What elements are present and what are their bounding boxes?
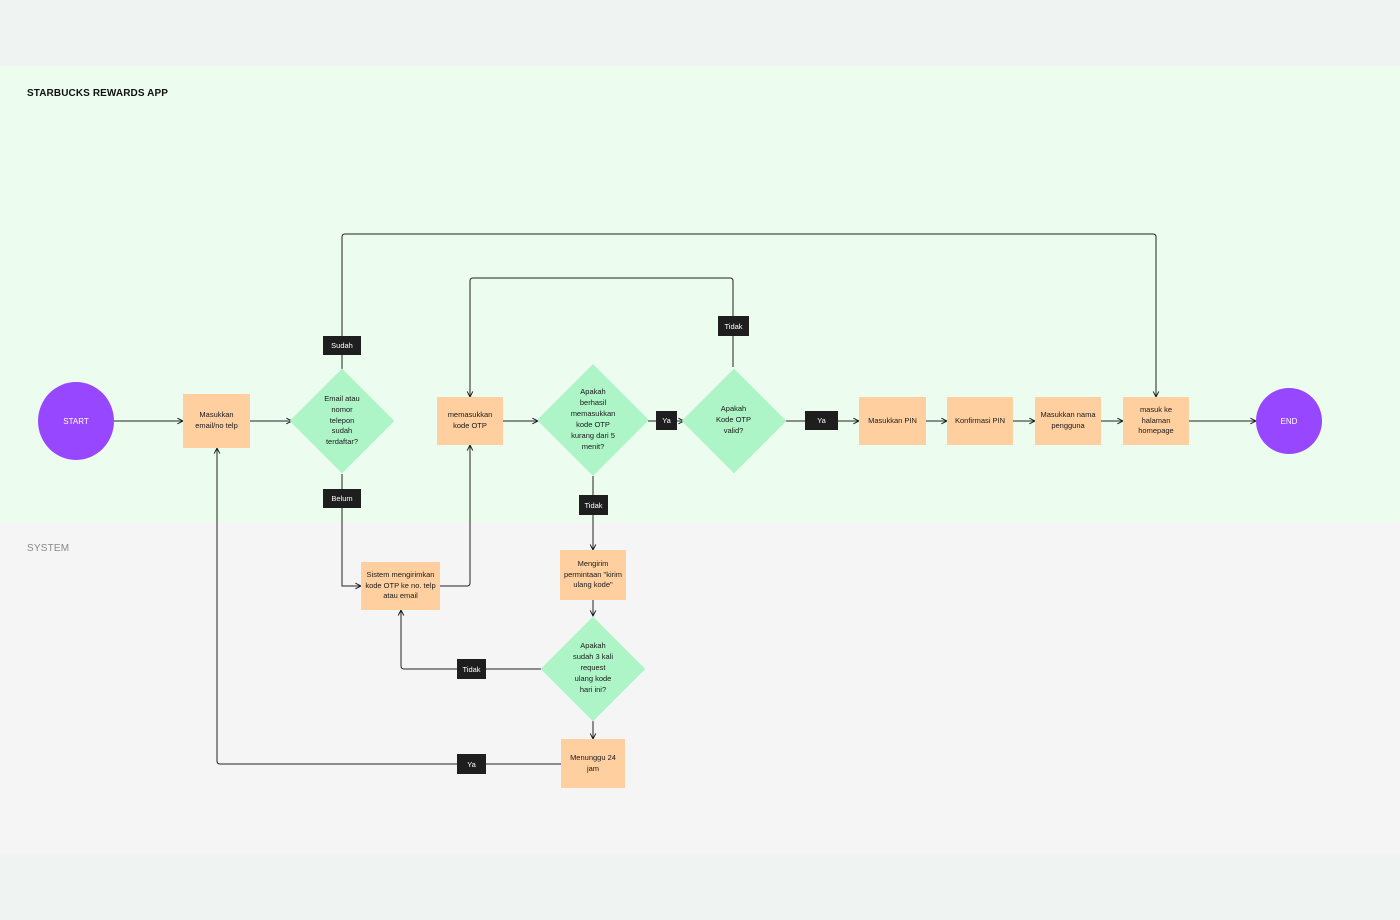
edge-label-tidak-valid: Tidak xyxy=(718,316,749,336)
check-registered-text: Email atau nomor telepon sudah terdaftar… xyxy=(324,393,360,447)
input-contact-node[interactable]: Masukkan email/no telp xyxy=(183,394,250,448)
edge-label-ya-valid: Ya xyxy=(805,411,838,430)
homepage-node[interactable]: masuk ke halaman homepage xyxy=(1123,397,1189,445)
check-otp-valid-decision[interactable]: Apakah Kode OTP valid? xyxy=(681,367,786,474)
enter-otp-node[interactable]: memasukkan kode OTP xyxy=(437,397,503,445)
enter-pin-node[interactable]: Masukkan PIN xyxy=(859,397,926,445)
resend-request-node[interactable]: Mengirim permintaan "kirim ulang kode" xyxy=(560,550,626,600)
enter-username-node[interactable]: Masukkan nama pengguna xyxy=(1035,397,1101,445)
check-resend-count-text: Apakah sudah 3 kali request ulang kode h… xyxy=(572,641,614,694)
edge-label-belum: Belum xyxy=(323,489,361,508)
wait-24h-node[interactable]: Menunggu 24 jam xyxy=(561,739,625,788)
edge-label-ya-count: Ya xyxy=(457,754,486,774)
edge-label-ya-time: Ya xyxy=(656,411,677,430)
check-otp-time-text: Apakah berhasil memasukkan kode OTP kura… xyxy=(570,387,616,451)
system-lane-title: SYSTEM xyxy=(27,543,70,554)
check-registered-decision[interactable]: Email atau nomor telepon sudah terdaftar… xyxy=(289,368,395,474)
edge-tidak-to-send-otp xyxy=(401,610,543,670)
check-resend-count-decision[interactable]: Apakah sudah 3 kali request ulang kode h… xyxy=(540,616,646,721)
app-lane-title: STARBUCKS REWARDS APP xyxy=(27,88,168,99)
confirm-pin-node[interactable]: Konfirmasi PIN xyxy=(947,397,1013,445)
send-otp-node[interactable]: Sistem mengirimkan kode OTP ke no. telp … xyxy=(361,562,440,610)
edge-label-tidak-count: Tidak xyxy=(457,659,486,679)
edge-sudah-to-homepage xyxy=(341,233,1156,397)
check-otp-time-decision[interactable]: Apakah berhasil memasukkan kode OTP kura… xyxy=(537,364,649,476)
edge-label-tidak-time: Tidak xyxy=(579,495,608,515)
edge-belum-to-send-otp xyxy=(341,474,361,586)
edge-tidak-to-enter-otp xyxy=(470,277,734,397)
edge-wait-to-input xyxy=(217,448,561,765)
start-node[interactable]: START xyxy=(38,382,114,460)
edge-send-otp-to-enter-otp xyxy=(440,445,470,587)
edge-label-sudah: Sudah xyxy=(323,336,361,355)
end-node[interactable]: END xyxy=(1256,388,1322,454)
check-otp-valid-text: Apakah Kode OTP valid? xyxy=(715,404,752,435)
system-swimlane xyxy=(0,522,1400,854)
